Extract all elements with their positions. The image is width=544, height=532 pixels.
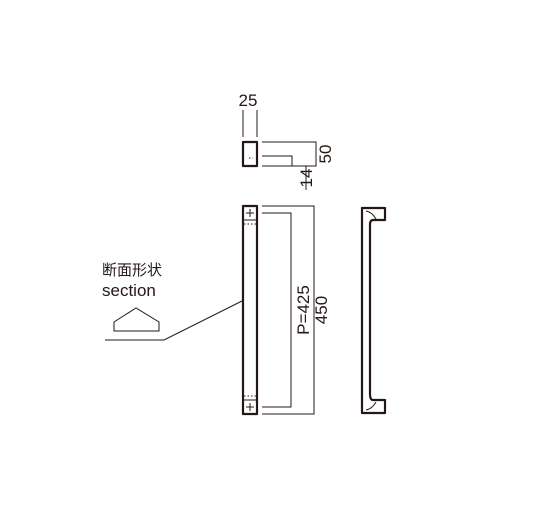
dimension-50-label: 50 xyxy=(316,145,335,164)
dimension-pitch-label: P=425 xyxy=(294,285,313,335)
handle-side-profile xyxy=(360,206,387,415)
side-detail-bottom xyxy=(365,401,377,411)
dimension-450-label: 450 xyxy=(312,296,331,324)
dimension-14-label: 14 xyxy=(297,169,316,188)
screw-top-icon xyxy=(246,209,254,217)
handle-bar-front xyxy=(241,204,259,416)
section-label-jp: 断面形状 xyxy=(102,261,162,279)
front-view: P=425 450 xyxy=(241,204,331,416)
side-detail-top xyxy=(365,210,377,220)
section-shape-icon xyxy=(113,307,160,332)
top-detail: 25 50 14 xyxy=(239,91,335,190)
end-section-box xyxy=(241,140,259,168)
screw-bottom-icon xyxy=(246,403,254,411)
dim-bracket-pitch xyxy=(262,212,292,408)
section-callout: 断面形状 section xyxy=(102,261,245,341)
dim-frame-50 xyxy=(262,141,317,167)
side-view xyxy=(360,206,387,415)
dim-frame-14 xyxy=(262,155,293,166)
section-label-en: section xyxy=(102,281,156,300)
dim-bracket-length xyxy=(262,205,315,415)
leader-line xyxy=(105,299,245,341)
dimension-25-label: 25 xyxy=(239,91,258,110)
